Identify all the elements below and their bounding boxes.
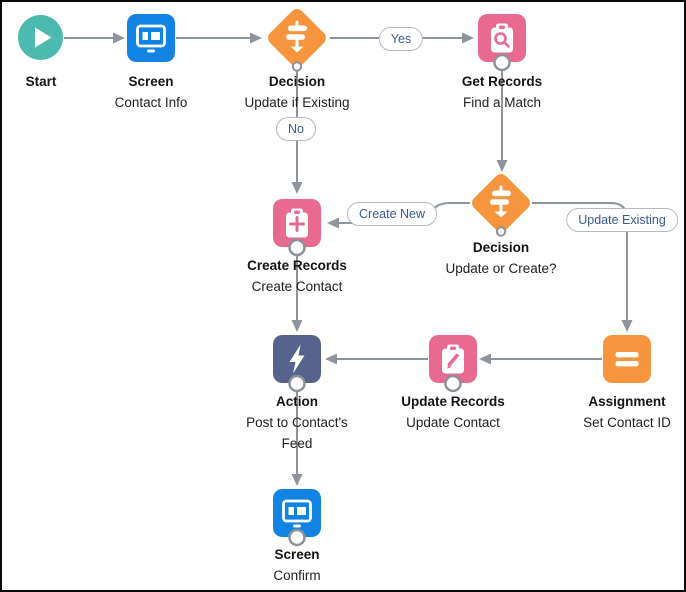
arrowhead — [250, 32, 262, 44]
arrowhead — [325, 353, 337, 365]
signpost-icon — [268, 9, 326, 67]
arrowhead — [291, 320, 303, 332]
label-decision-update-or-create: Decision Update or Create? — [426, 237, 576, 279]
connector-port[interactable] — [288, 374, 306, 393]
screen-monitor-icon — [127, 14, 175, 62]
equals-icon — [603, 335, 651, 383]
connector-dot[interactable] — [291, 61, 303, 72]
label-decision-update-if-existing: Decision Update if Existing — [222, 71, 372, 113]
clipboard-pencil-icon — [429, 335, 477, 383]
label-screen-contact-info: Screen Contact Info — [76, 71, 226, 113]
node-subtitle: Update or Create? — [445, 261, 557, 276]
signpost-icon — [472, 174, 530, 232]
lightning-icon — [273, 335, 321, 383]
label-create-records: Create Records Create Contact — [222, 255, 372, 297]
label-action: Action Post to Contact's Feed — [236, 391, 358, 454]
node-title: Get Records — [461, 74, 543, 89]
connector-port[interactable] — [288, 528, 306, 547]
screen-monitor-icon — [273, 489, 321, 537]
connector-label-create-new[interactable]: Create New — [347, 202, 437, 226]
node-title: Decision — [472, 240, 530, 255]
connector-port[interactable] — [288, 238, 306, 257]
arrowhead — [291, 182, 303, 194]
label-start: Start — [2, 71, 116, 92]
node-title: Decision — [268, 74, 326, 89]
connector-port[interactable] — [444, 374, 462, 393]
connector-label-update-existing[interactable]: Update Existing — [566, 208, 678, 232]
connector-port[interactable] — [493, 53, 511, 72]
arrowhead — [462, 32, 474, 44]
node-title: Assignment — [588, 394, 666, 409]
node-title: Start — [25, 74, 57, 89]
node-decision-update-or-create[interactable] — [469, 171, 533, 240]
node-subtitle: Create Contact — [251, 279, 343, 294]
node-subtitle: Confirm — [273, 568, 321, 583]
node-title: Update Records — [401, 394, 505, 409]
arrowhead — [291, 474, 303, 486]
node-assignment-set-contact-id[interactable] — [603, 335, 651, 383]
node-action-post-to-feed[interactable] — [273, 335, 321, 383]
play-icon — [18, 15, 63, 60]
node-title: Screen — [128, 74, 174, 89]
node-start[interactable] — [18, 15, 63, 65]
node-subtitle: Update if Existing — [244, 95, 350, 110]
connector-label-no[interactable]: No — [276, 117, 316, 141]
node-subtitle: Post to Contact's Feed — [246, 415, 348, 451]
node-update-records-update-contact[interactable] — [429, 335, 477, 383]
connector-label-yes[interactable]: Yes — [378, 27, 424, 51]
label-get-records: Get Records Find a Match — [427, 71, 577, 113]
clipboard-plus-icon — [273, 199, 321, 247]
node-title: Action — [276, 394, 318, 409]
label-assignment: Assignment Set Contact ID — [552, 391, 684, 433]
clipboard-search-icon — [478, 14, 526, 62]
node-screen-confirm[interactable] — [273, 489, 321, 537]
node-subtitle: Find a Match — [462, 95, 542, 110]
node-subtitle: Update Contact — [406, 415, 500, 430]
arrowhead — [621, 320, 633, 332]
node-screen-contact-info[interactable] — [127, 14, 175, 62]
node-subtitle: Contact Info — [114, 95, 188, 110]
node-title: Screen — [274, 547, 320, 562]
connector-dot[interactable] — [495, 226, 507, 237]
label-update-records: Update Records Update Contact — [378, 391, 528, 433]
arrowhead — [327, 217, 339, 229]
node-get-records-find-a-match[interactable] — [478, 14, 526, 62]
node-subtitle: Set Contact ID — [583, 415, 671, 430]
arrowhead — [113, 32, 125, 44]
node-create-records-create-contact[interactable] — [273, 199, 321, 247]
node-decision-update-if-existing[interactable] — [265, 6, 329, 75]
arrowhead — [479, 353, 491, 365]
node-title: Create Records — [247, 258, 347, 273]
label-screen-confirm: Screen Confirm — [222, 544, 372, 586]
